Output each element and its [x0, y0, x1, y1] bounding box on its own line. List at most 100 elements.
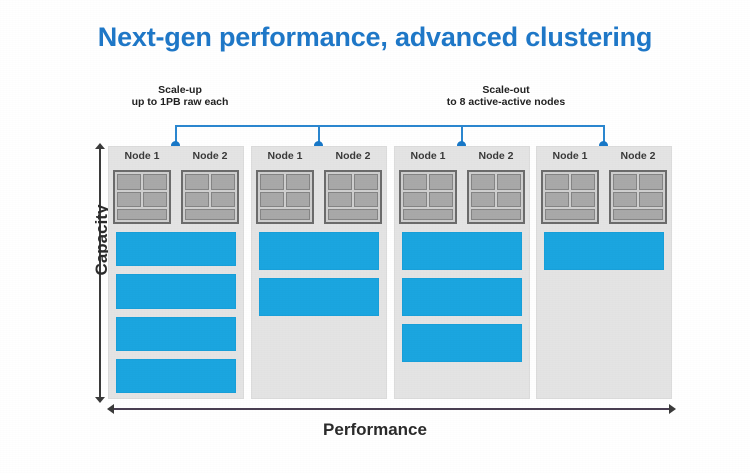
performance-axis-label: Performance — [323, 420, 427, 439]
chassis-2-shelf-2 — [259, 278, 379, 316]
capacity-axis-arrow-bottom — [95, 397, 105, 403]
controller-cell — [143, 191, 167, 207]
controller-cell — [471, 174, 495, 190]
chassis-1-node-1-label: Node 1 — [124, 150, 160, 162]
chassis-2-shelves — [259, 232, 379, 393]
controller-cell-row — [613, 191, 663, 207]
cluster-connector-drop-1 — [175, 125, 177, 145]
chassis-1-node-labels: Node 1 Node 2 — [108, 150, 244, 162]
controller-cell-row — [260, 174, 310, 190]
chassis-4-node-2-label: Node 2 — [620, 150, 656, 162]
callout-scale-out-line1: Scale-out — [482, 84, 530, 96]
controller-cell — [403, 174, 427, 190]
chassis-3-shelf-2 — [402, 278, 522, 316]
performance-axis-arrow-left — [107, 404, 114, 414]
callout-scale-out: Scale-out to 8 active-active nodes — [406, 84, 606, 108]
controller-cell — [143, 174, 167, 190]
controller-cell-row — [328, 174, 378, 190]
chassis-3[interactable]: Node 1 Node 2 — [394, 146, 530, 399]
controller-cell — [117, 191, 141, 207]
controller-cell-row — [328, 191, 378, 207]
controller-cell — [639, 191, 663, 207]
chassis-2-controller-2 — [324, 170, 382, 224]
controller-base-bar — [185, 209, 235, 220]
controller-cell-row — [545, 174, 595, 190]
controller-cell — [571, 191, 595, 207]
chassis-1-node-2-label: Node 2 — [192, 150, 228, 162]
controller-base-bar — [117, 209, 167, 220]
controller-base-bar — [471, 209, 521, 220]
controller-cell — [429, 174, 453, 190]
controller-cell-row — [185, 191, 235, 207]
chassis-4-controller-1 — [541, 170, 599, 224]
controller-cell — [286, 174, 310, 190]
cluster-connector-dot-3 — [457, 141, 466, 150]
chassis-3-node-2-label: Node 2 — [478, 150, 514, 162]
controller-cell-row — [260, 191, 310, 207]
chassis-1-shelf-4 — [116, 358, 236, 393]
controller-cell — [471, 191, 495, 207]
controller-cell — [185, 191, 209, 207]
chassis-3-controller-2 — [467, 170, 525, 224]
callout-scale-out-line2: to 8 active-active nodes — [446, 96, 566, 108]
performance-axis-line — [112, 408, 672, 410]
cluster-connector-dot-4 — [599, 141, 608, 150]
controller-cell-row — [117, 174, 167, 190]
controller-cell — [639, 174, 663, 190]
controller-cell — [328, 174, 352, 190]
chassis-2-controller-row — [251, 168, 387, 226]
chassis-1-controller-2 — [181, 170, 239, 224]
controller-cell — [211, 191, 235, 207]
chassis-4-node-1-label: Node 1 — [552, 150, 588, 162]
chassis-1-shelf-1 — [116, 232, 236, 267]
chassis-1-controller-row — [108, 168, 244, 226]
cluster-connector-dot-2 — [314, 141, 323, 150]
performance-axis-arrow-right — [669, 404, 676, 414]
capacity-axis-arrow-top — [95, 143, 105, 149]
chassis-4-node-labels: Node 1 Node 2 — [536, 150, 672, 162]
chassis-2-controller-1 — [256, 170, 314, 224]
chassis-3-node-labels: Node 1 Node 2 — [394, 150, 530, 162]
chassis-2[interactable]: Node 1 Node 2 — [251, 146, 387, 399]
controller-cell — [211, 174, 235, 190]
controller-cell-row — [117, 191, 167, 207]
controller-cell-row — [185, 174, 235, 190]
controller-cell — [260, 191, 284, 207]
controller-base-bar — [403, 209, 453, 220]
chassis-1[interactable]: Node 1 Node 2 — [108, 146, 244, 399]
callout-scale-up-line2: up to 1PB raw each — [131, 96, 229, 108]
controller-cell-row — [545, 191, 595, 207]
controller-cell — [286, 191, 310, 207]
chassis-4[interactable]: Node 1 Node 2 — [536, 146, 672, 399]
chassis-3-node-1-label: Node 1 — [410, 150, 446, 162]
controller-cell — [429, 191, 453, 207]
chassis-1-shelves — [116, 232, 236, 393]
chassis-2-node-2-label: Node 2 — [335, 150, 371, 162]
cluster-connector-drop-2 — [318, 125, 320, 145]
chassis-3-controller-row — [394, 168, 530, 226]
chassis-4-shelves — [544, 232, 664, 393]
chassis-3-shelves — [402, 232, 522, 393]
page-title: Next-gen performance, advanced clusterin… — [97, 22, 653, 52]
chassis-3-shelf-3 — [402, 324, 522, 362]
controller-cell-row — [403, 174, 453, 190]
controller-cell — [117, 174, 141, 190]
controller-base-bar — [328, 209, 378, 220]
chassis-4-controller-2 — [609, 170, 667, 224]
controller-cell — [354, 174, 378, 190]
controller-cell — [497, 174, 521, 190]
callout-scale-up-line1: Scale-up — [158, 84, 202, 96]
chassis-2-node-labels: Node 1 Node 2 — [251, 150, 387, 162]
chassis-4-shelf-1 — [544, 232, 664, 270]
chassis-2-node-1-label: Node 1 — [267, 150, 303, 162]
controller-cell-row — [403, 191, 453, 207]
controller-cell-row — [613, 174, 663, 190]
controller-cell-row — [471, 174, 521, 190]
controller-cell — [260, 174, 284, 190]
cluster-connector-drop-4 — [603, 125, 605, 145]
controller-cell — [185, 174, 209, 190]
cluster-connector-drop-3 — [461, 125, 463, 145]
controller-cell — [613, 191, 637, 207]
controller-cell — [497, 191, 521, 207]
